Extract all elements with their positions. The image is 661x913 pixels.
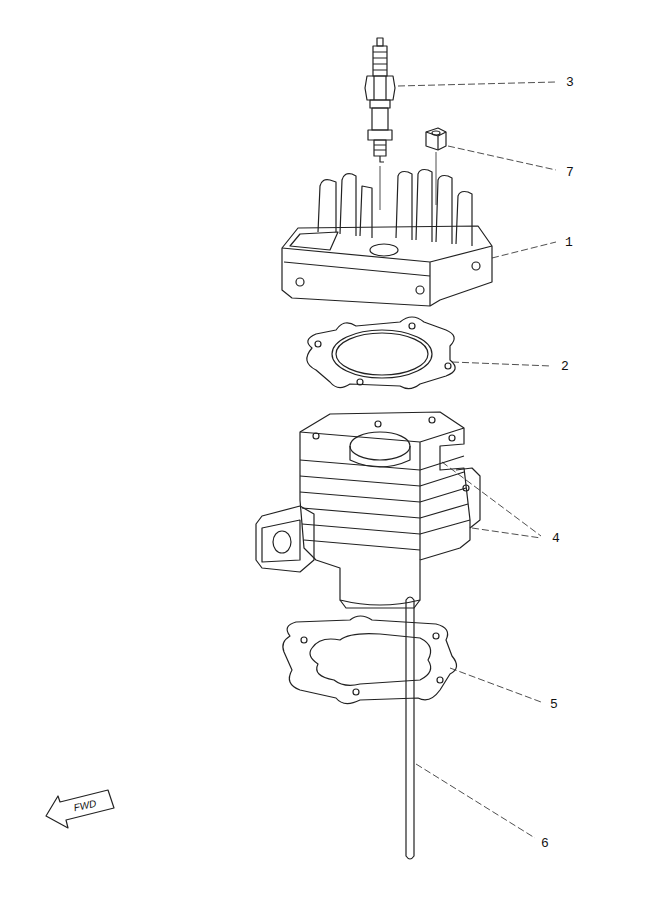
cylinder-part: [429, 417, 435, 423]
cylinder-part: [304, 540, 420, 550]
direction-label: FWD: [71, 797, 100, 814]
cylinder-head-part: [436, 176, 452, 245]
cylinder-part: [300, 472, 464, 486]
head-gasket: [307, 317, 455, 389]
cylinder-part: [313, 433, 319, 439]
base-gasket-part: [310, 634, 431, 686]
callout-number: 6: [539, 836, 551, 851]
spark-plug-part: [373, 46, 387, 76]
spark-plug-part: [373, 52, 387, 70]
nut-part: [432, 131, 440, 135]
cylinder-head-part: [416, 286, 424, 294]
head-gasket-part: [332, 330, 432, 378]
cylinder-head-part: [290, 232, 338, 250]
head-gasket-part: [409, 323, 415, 329]
cylinder-head-part: [284, 262, 430, 276]
cylinder-head-part: [318, 180, 336, 232]
head-gasket-part: [357, 379, 363, 385]
callout-number: 7: [564, 165, 576, 180]
callout-number: 2: [559, 359, 571, 374]
nut-part: [426, 128, 446, 150]
forward-arrow: [46, 790, 114, 828]
spark-plug-part: [370, 100, 390, 108]
leader-line-part: [442, 462, 541, 536]
cylinder: [256, 412, 480, 608]
cylinder-head-part: [416, 170, 432, 243]
head-gasket-part: [315, 341, 321, 347]
cylinder-part: [300, 488, 466, 502]
base-gasket-part: [437, 677, 443, 683]
base-gasket: [283, 616, 457, 704]
leader-line-part: [448, 146, 556, 170]
cylinder-head-part: [360, 186, 372, 238]
cylinder-head-part: [472, 262, 480, 270]
cylinder-part: [340, 600, 420, 608]
cylinder-part: [256, 506, 314, 572]
cylinder-head-part: [456, 192, 472, 247]
spark-plug-part: [365, 76, 395, 100]
cylinder-part: [456, 468, 480, 528]
head-gasket-part: [307, 317, 455, 389]
nut-part: [426, 132, 446, 150]
leader-line: [398, 82, 556, 838]
cylinder-part: [375, 421, 381, 427]
leader-line-part: [398, 82, 556, 86]
leader-line-part: [450, 668, 541, 702]
cylinder-head-part: [296, 278, 304, 286]
cylinder-head: [282, 170, 492, 307]
stud-bolt: [406, 597, 414, 859]
base-gasket-part: [353, 689, 359, 695]
spark-plug-part: [374, 145, 386, 150]
spark-plug-part: [368, 130, 392, 140]
cylinder-head-part: [282, 226, 492, 306]
leader-line-part: [452, 362, 551, 366]
cylinder-head-part: [282, 246, 492, 306]
spark-plug-part: [372, 108, 388, 130]
cylinder-part: [262, 520, 300, 562]
cylinder-part: [273, 531, 291, 553]
cylinder-part: [300, 456, 464, 470]
spark-plug-part: [374, 140, 386, 156]
cylinder-head-part: [340, 174, 356, 236]
cylinder-part: [449, 435, 455, 441]
cylinder-part: [300, 412, 470, 605]
spark-plug-part: [374, 76, 386, 100]
cylinder-head-part: [370, 244, 398, 256]
nut-part: [436, 152, 437, 205]
callout-number: 5: [548, 697, 560, 712]
base-gasket-part: [301, 637, 307, 643]
spark-plug-part: [377, 38, 383, 46]
base-gasket-part: [433, 633, 439, 639]
spark-plug-part: [380, 166, 381, 210]
nut: [426, 128, 446, 205]
callout-number: 1: [563, 235, 575, 250]
callout-number: 4: [550, 531, 562, 546]
stud-bolt-part: [406, 597, 414, 859]
cylinder-part: [302, 520, 470, 534]
forward-arrow-part: [46, 790, 114, 828]
spark-plug-part: [380, 156, 384, 162]
head-gasket-part: [445, 363, 451, 369]
head-gasket-part: [336, 333, 428, 375]
base-gasket-part: [283, 616, 457, 704]
spark-plug: [365, 38, 395, 210]
cylinder-head-part: [396, 172, 412, 241]
cylinder-part: [350, 432, 410, 460]
cylinder-part: [302, 504, 468, 518]
callout-number: 3: [564, 75, 576, 90]
leader-line-part: [492, 242, 556, 258]
leader-line-part: [416, 764, 535, 838]
cylinder-part: [350, 446, 410, 467]
cylinder-part: [463, 485, 469, 491]
leader-line-part: [472, 528, 541, 538]
